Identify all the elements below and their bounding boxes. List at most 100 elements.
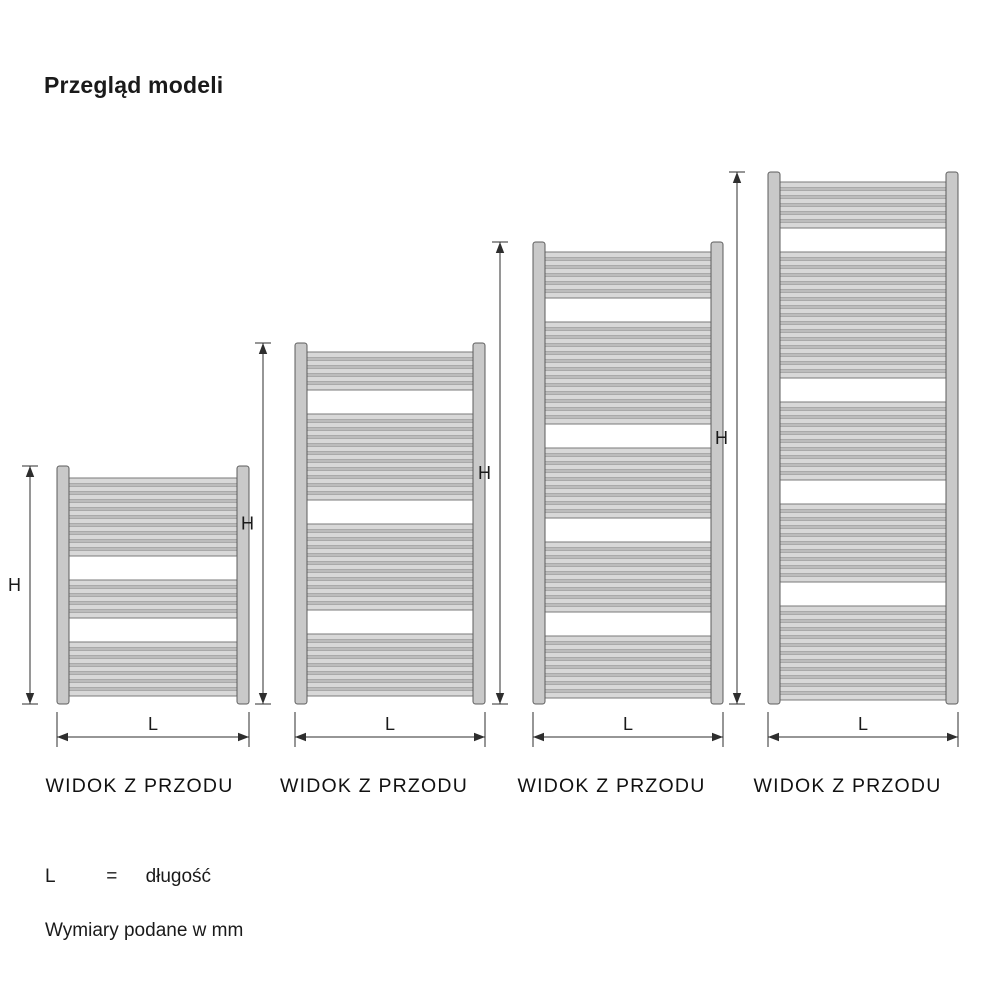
radiator-tube bbox=[543, 549, 713, 557]
radiator-tube bbox=[543, 455, 713, 463]
radiator-tube bbox=[305, 367, 475, 375]
radiator-tube bbox=[778, 347, 948, 355]
radiator-tube bbox=[305, 437, 475, 445]
radiator-tube bbox=[778, 575, 948, 583]
radiator-tube bbox=[305, 461, 475, 469]
radiator-tube bbox=[543, 605, 713, 613]
radiator-tube bbox=[778, 621, 948, 629]
radiator-tube bbox=[67, 603, 239, 611]
radiator-tube bbox=[778, 323, 948, 331]
radiator-tube bbox=[305, 523, 475, 531]
radiator-tube bbox=[778, 653, 948, 661]
radiator-tube bbox=[67, 595, 239, 603]
radiator-tube bbox=[778, 433, 948, 441]
dimension-arrowhead bbox=[238, 732, 249, 742]
radiator-tube bbox=[305, 603, 475, 611]
radiator-tube bbox=[778, 355, 948, 363]
radiator-tube bbox=[778, 221, 948, 229]
radiator-tube bbox=[778, 661, 948, 669]
radiator-tube bbox=[67, 587, 239, 595]
dimension-arrowhead bbox=[474, 732, 485, 742]
radiator-tube bbox=[543, 337, 713, 345]
left-collector bbox=[767, 171, 781, 705]
l-label: L bbox=[148, 714, 158, 734]
radiator-tube bbox=[778, 685, 948, 693]
dimension-arrowhead bbox=[295, 732, 306, 742]
radiator-tube bbox=[67, 611, 239, 619]
radiator-tube bbox=[67, 649, 239, 657]
radiator-tube bbox=[543, 417, 713, 425]
radiator-tube bbox=[778, 417, 948, 425]
radiator-tube bbox=[543, 651, 713, 659]
dimension-arrowhead bbox=[25, 693, 35, 704]
radiator-tube bbox=[543, 635, 713, 643]
radiator-tube bbox=[778, 559, 948, 567]
dimension-arrowhead bbox=[732, 172, 742, 183]
radiator-tube bbox=[778, 371, 948, 379]
dimension-arrowhead bbox=[57, 732, 68, 742]
radiator-tube bbox=[67, 689, 239, 697]
radiator-tube bbox=[778, 315, 948, 323]
h-label: H bbox=[8, 575, 21, 595]
radiator-tube bbox=[543, 275, 713, 283]
legend-equals: = bbox=[106, 866, 118, 887]
l-dimension: L bbox=[294, 712, 486, 747]
radiator-tube bbox=[543, 675, 713, 683]
radiator-tube bbox=[305, 375, 475, 383]
h-label: H bbox=[241, 514, 254, 534]
radiator-tube bbox=[543, 401, 713, 409]
dimension-arrowhead bbox=[768, 732, 779, 742]
radiator-tube bbox=[778, 363, 948, 371]
left-collector bbox=[532, 241, 546, 705]
left-collector bbox=[294, 342, 308, 705]
l-dimension: L bbox=[767, 712, 959, 747]
right-collector bbox=[710, 241, 724, 705]
radiator-tube bbox=[778, 441, 948, 449]
radiator-tube bbox=[778, 465, 948, 473]
radiator-tube bbox=[305, 665, 475, 673]
units-note: Wymiary podane w mm bbox=[45, 920, 244, 941]
radiator-tube bbox=[305, 555, 475, 563]
radiator-tube bbox=[67, 579, 239, 587]
h-dimension: H bbox=[8, 465, 38, 705]
radiator-tube bbox=[778, 409, 948, 417]
radiator-tube bbox=[543, 361, 713, 369]
radiator-tube bbox=[778, 511, 948, 519]
h-label: H bbox=[715, 428, 728, 448]
radiator-tube bbox=[305, 531, 475, 539]
radiator-tube bbox=[778, 613, 948, 621]
radiator-tube bbox=[543, 393, 713, 401]
h-dimension: H bbox=[478, 241, 508, 705]
radiator-tube bbox=[543, 581, 713, 589]
left-collector bbox=[56, 465, 70, 705]
radiator-tube bbox=[543, 597, 713, 605]
radiator-tube bbox=[778, 213, 948, 221]
radiator-tube bbox=[778, 275, 948, 283]
radiator-tube bbox=[778, 181, 948, 189]
radiator-tube bbox=[543, 267, 713, 275]
radiator-tube bbox=[305, 485, 475, 493]
radiator-tube bbox=[67, 493, 239, 501]
radiator-tube bbox=[543, 283, 713, 291]
radiator-tube bbox=[543, 463, 713, 471]
radiator-tube bbox=[543, 495, 713, 503]
radiator-tube bbox=[543, 659, 713, 667]
radiator-tube bbox=[778, 401, 948, 409]
radiator-tube bbox=[778, 519, 948, 527]
radiator-tube bbox=[305, 595, 475, 603]
radiator-tube bbox=[67, 549, 239, 557]
radiator-tube bbox=[778, 693, 948, 701]
radiator-tube bbox=[778, 637, 948, 645]
radiator-tube bbox=[543, 321, 713, 329]
radiator-tube bbox=[543, 251, 713, 259]
page-title: Przegląd modeli bbox=[44, 72, 224, 98]
h-dimension: H bbox=[241, 342, 271, 705]
l-dimension: L bbox=[56, 712, 250, 747]
radiator-tube bbox=[778, 291, 948, 299]
radiator-tube bbox=[543, 589, 713, 597]
radiator-tube bbox=[543, 447, 713, 455]
radiator-tube bbox=[305, 633, 475, 641]
radiator-tube bbox=[778, 535, 948, 543]
radiator-tube bbox=[305, 641, 475, 649]
